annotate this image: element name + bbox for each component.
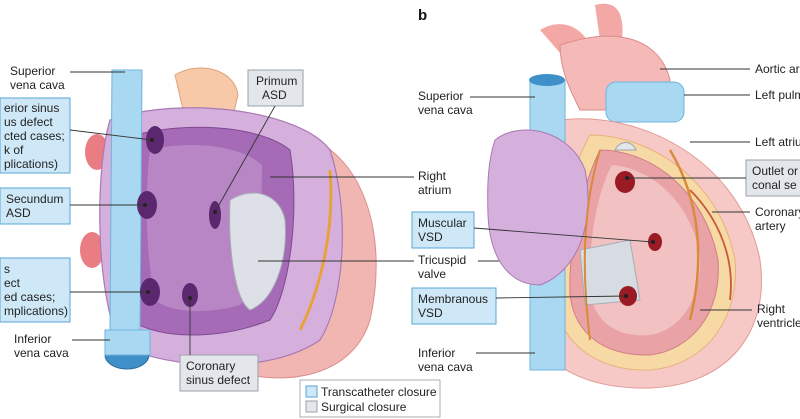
coronary-artery-2 bbox=[583, 149, 601, 341]
panel-a-illustration bbox=[80, 67, 377, 379]
box-membranous-vsd bbox=[411, 287, 497, 325]
legend-transcatheter: Transcatheter closure bbox=[321, 385, 437, 399]
leader-b-membranous bbox=[495, 295, 627, 299]
dot-a-coronary bbox=[188, 296, 192, 300]
left-pulmonary-shape bbox=[605, 81, 685, 123]
coronary-artery-3 bbox=[689, 189, 732, 301]
label-a-ivc-2: vena cava bbox=[14, 346, 69, 360]
box-inferior-sinus bbox=[0, 257, 71, 323]
label-right-atrium-1: Right bbox=[418, 169, 447, 183]
label-a-sinus-2: us defect bbox=[4, 115, 53, 129]
label-b-coronary-2: artery bbox=[755, 219, 786, 233]
label-b-coronary-1: Coronary bbox=[755, 205, 800, 219]
label-a-infsinus-2: ect bbox=[4, 276, 21, 290]
legend: Transcatheter closure Surgical closure bbox=[299, 379, 441, 418]
leader-a-primum bbox=[214, 105, 276, 213]
label-a-sinus-1: erior sinus bbox=[4, 101, 59, 115]
dot-a-secundum bbox=[143, 203, 147, 207]
label-a-coronary-1: Coronary bbox=[186, 359, 235, 373]
label-tricuspid-1: Tricuspid bbox=[418, 253, 466, 267]
label-b-outlet-2: conal se bbox=[752, 178, 797, 192]
right-atrium-b-shape bbox=[487, 129, 589, 286]
label-a-primum-1: Primum bbox=[256, 74, 297, 88]
svc-shape bbox=[109, 69, 143, 331]
dot-b-muscular bbox=[651, 240, 655, 244]
coronary-artery-1 bbox=[668, 149, 700, 321]
dot-b-membranous bbox=[624, 294, 628, 298]
label-a-infsinus-3: ed cases; bbox=[4, 290, 55, 304]
outlet-vsd-hole bbox=[615, 171, 635, 193]
ivc-shape bbox=[104, 329, 151, 356]
aorta-top bbox=[595, 3, 623, 41]
box-muscular-vsd bbox=[411, 211, 475, 249]
leader-b-muscular bbox=[473, 227, 654, 243]
box-primum bbox=[247, 69, 304, 107]
svc-right-opening bbox=[529, 74, 565, 86]
panel-b-label: b bbox=[418, 7, 427, 24]
label-a-infsinus-4: mplications) bbox=[4, 304, 68, 318]
label-b-muscular-2: VSD bbox=[418, 230, 443, 244]
label-a-secundum-2: ASD bbox=[6, 206, 31, 220]
box-superior-sinus bbox=[0, 97, 71, 174]
dot-b-outlet bbox=[625, 176, 629, 180]
label-a-coronary-2: sinus defect bbox=[186, 373, 251, 387]
label-a-primum-2: ASD bbox=[262, 88, 287, 102]
dot-a-sinus bbox=[150, 138, 154, 142]
label-right-atrium-2: atrium bbox=[418, 183, 451, 197]
aortic-root-shape bbox=[174, 67, 239, 121]
primum-asd-hole bbox=[209, 201, 221, 229]
label-a-svc-2: vena cava bbox=[10, 78, 65, 92]
label-a-ivc-1: Inferior bbox=[14, 332, 51, 346]
coronary-vessel bbox=[298, 169, 333, 331]
leader-a-sinus bbox=[69, 129, 153, 141]
label-b-svc-1: Superior bbox=[418, 89, 463, 103]
label-a-sinus-4: k of bbox=[4, 143, 24, 157]
pulmonary-vein-lower bbox=[80, 232, 104, 268]
label-a-secundum-1: Secundum bbox=[6, 192, 63, 206]
legend-frame bbox=[299, 379, 441, 418]
panel-b-labels: Superior vena cava Muscular VSD Membrano… bbox=[411, 62, 800, 374]
panel-a-labels: Superior vena cava erior sinus us defect… bbox=[0, 64, 304, 392]
label-tricuspid-2: valve bbox=[418, 267, 446, 281]
box-secundum bbox=[0, 187, 71, 225]
label-a-svc-1: Superior bbox=[10, 64, 55, 78]
dot-a-infsinus bbox=[146, 290, 150, 294]
label-b-leftatrium: Left atriu bbox=[755, 135, 800, 149]
label-a-infsinus-1: s bbox=[4, 262, 10, 276]
legend-swatch-transcatheter bbox=[305, 385, 318, 398]
label-a-sinus-3: cted cases; bbox=[4, 129, 65, 143]
superior-sinus-defect-hole bbox=[146, 126, 164, 154]
legend-swatch-surgical bbox=[305, 400, 318, 413]
label-b-svc-2: vena cava bbox=[418, 103, 473, 117]
label-a-sinus-5: plications) bbox=[4, 157, 58, 171]
label-b-outlet-1: Outlet or bbox=[752, 164, 798, 178]
pulmonary-valve-shape bbox=[614, 142, 637, 151]
label-b-membranous-2: VSD bbox=[418, 306, 443, 320]
panel-b-illustration bbox=[487, 3, 762, 389]
label-b-leftpulm: Left pulm bbox=[755, 88, 800, 102]
coronary-sinus-hole bbox=[182, 283, 198, 307]
tricuspid-valve-shape bbox=[229, 192, 286, 311]
label-b-rv-2: ventricle bbox=[757, 316, 800, 330]
dot-a-primum bbox=[213, 210, 217, 214]
label-b-membranous-1: Membranous bbox=[418, 292, 488, 306]
label-b-ivc-2: vena cava bbox=[418, 360, 473, 374]
label-b-muscular-1: Muscular bbox=[418, 216, 467, 230]
label-b-aortic: Aortic ar bbox=[755, 62, 800, 76]
center-labels: Right atrium Tricuspid valve bbox=[258, 169, 575, 281]
legend-surgical: Surgical closure bbox=[321, 400, 407, 414]
box-coronary-sinus bbox=[179, 354, 259, 392]
label-b-ivc-1: Inferior bbox=[418, 346, 455, 360]
label-b-rv-1: Right bbox=[757, 302, 786, 316]
